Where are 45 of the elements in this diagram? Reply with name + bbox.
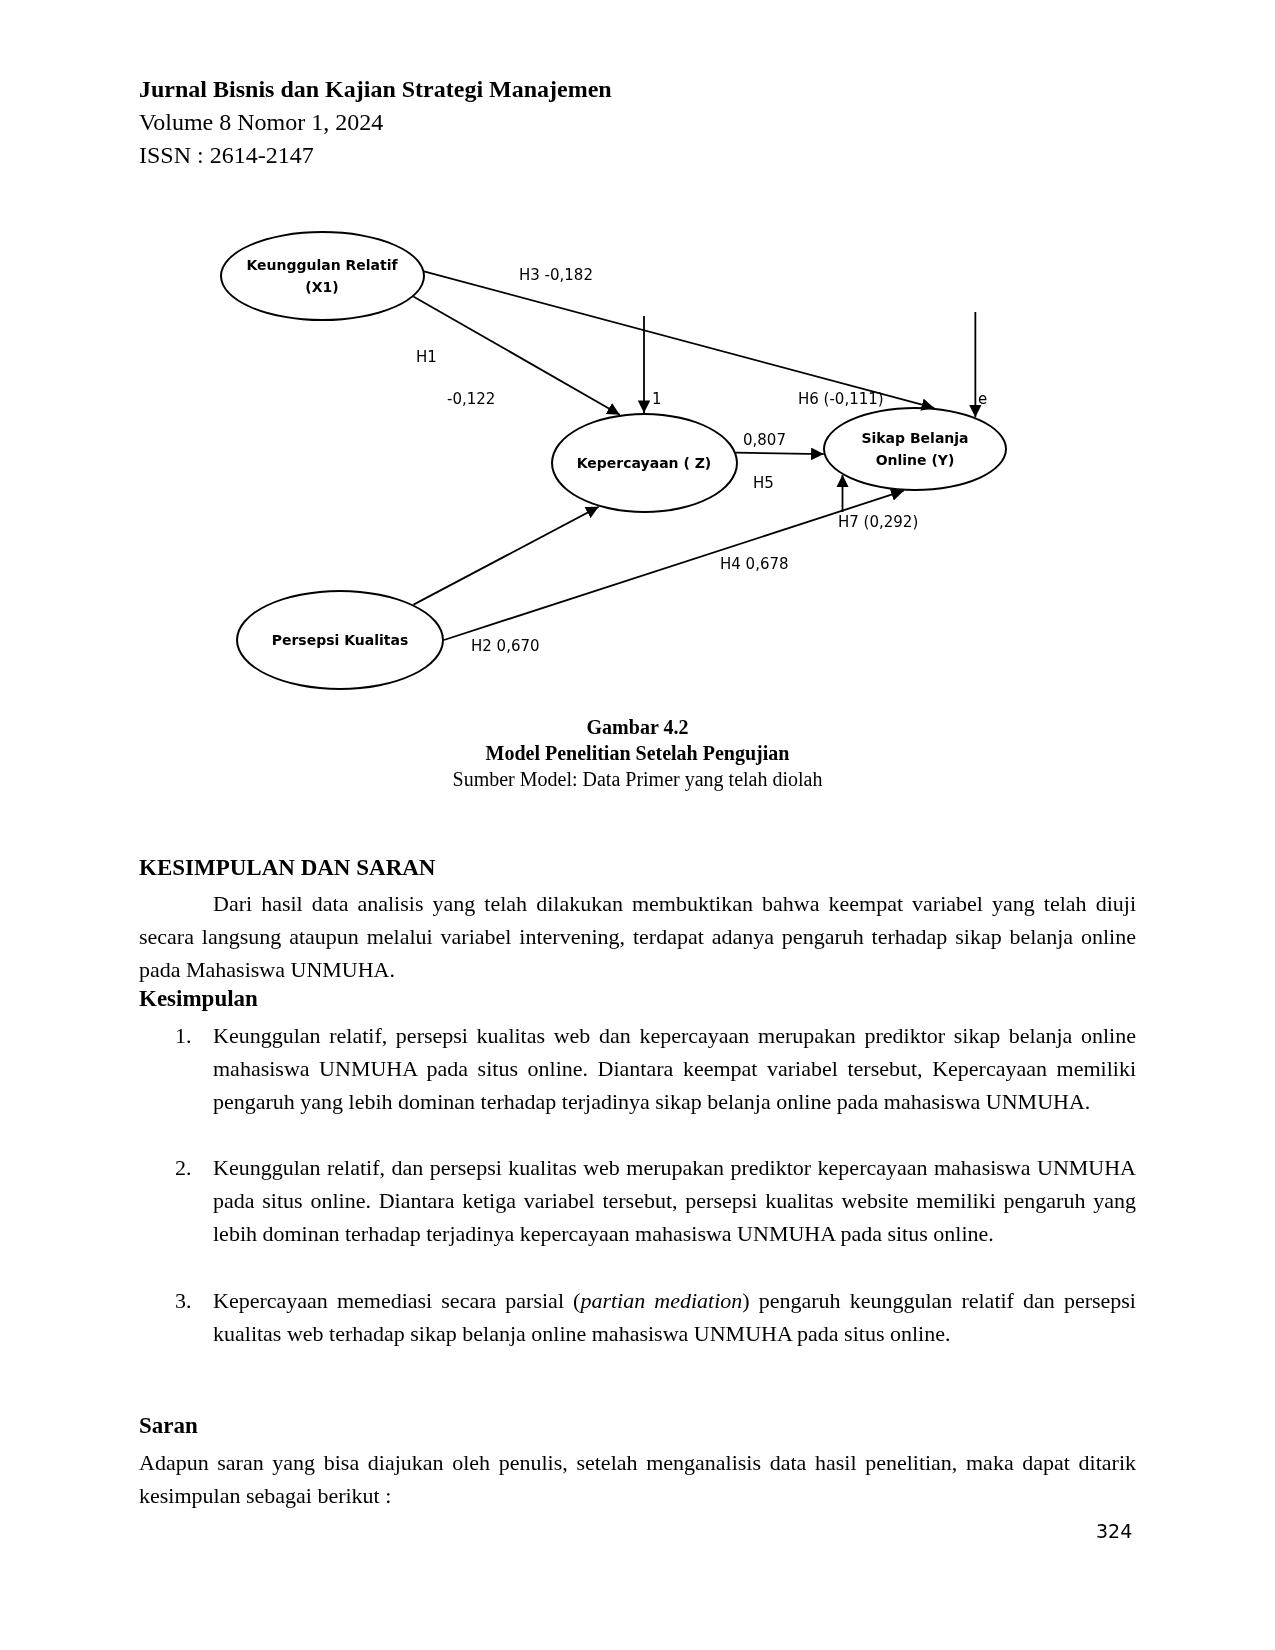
subsection-heading: Kesimpulan [139,986,258,1012]
arrow [443,488,905,641]
list-item: Kepercayaan memediasi secara parsial (partian mediation) pengaruh keunggulan relatif dan persepsi kualitas web terhadap sikap belanja online mahasiswa UNMUHA pada situs online. [213,1287,1136,1348]
node-label: Sikap Belanja Online (Y) [860,429,970,470]
node-label: Keunggulan Relatif (X1) [245,256,399,297]
paragraph: Adapun saran yang bisa diajukan oleh penulis, setelah menganalisis data hasil penelitian, maka dapat ditarik kesimpulan sebagai berikut : [139,1449,1136,1510]
edge-label: H4 0,678 [720,555,789,573]
hypothesis-label: H5 [753,474,774,492]
path-coefficient: H2 0,670 [471,637,540,655]
path-coefficient: H6 (-0,111) [798,390,884,408]
journal-title: Jurnal Bisnis dan Kajian Strategi Manajemen [139,76,612,103]
issn-line: ISSN : 2614-2147 [139,142,314,169]
section-heading: KESIMPULAN DAN SARAN [139,855,436,881]
ellipse-node [236,590,444,690]
figure-source: Sumber Model: Data Primer yang telah diolah [451,768,824,791]
edge-label: 1 [652,390,662,408]
list-number: 2. [175,1154,192,1182]
arrow [412,295,621,416]
edge-label: e [978,390,988,408]
volume-line: Volume 8 Nomor 1, 2024 [139,109,384,136]
ellipse-node [550,413,738,513]
ellipse-node [823,407,1007,491]
ellipse-node [219,231,425,321]
subsection-heading: Saran [139,1413,198,1439]
page-number: 324 [1096,1520,1133,1542]
arrow [412,505,600,606]
figure-number: Gambar 4.2 [585,716,690,739]
node-label: Kepercayaan ( Z) [575,454,713,473]
edge-label: H3 -0,182 [519,266,593,284]
paragraph: Dari hasil data analisis yang telah dilakukan membuktikan bahwa keempat variabel yang telah diuji secara langsung ataupun melalui variabel intervening, terdapat adanya pengaruh terhadap sikap belanja online pada Mahasiswa UNMUHA. [139,890,1136,984]
arrow [836,473,849,513]
list-number: 1. [175,1022,192,1050]
path-coefficient: -0,122 [447,390,496,408]
list-item: Keunggulan relatif, persepsi kualitas web dan kepercayaan merupakan prediktor sikap belanja online mahasiswa UNMUHA pada situs online. Diantara keempat variabel tersebut, Kepercayaan memiliki pengaruh yang lebih dominan terhadap terjadinya sikap belanja online pada mahasiswa UNMUHA. [213,1022,1136,1116]
list-item: Keunggulan relatif, dan persepsi kualitas web merupakan prediktor kepercayaan mahasiswa UNMUHA pada situs online. Diantara ketiga variabel tersebut, persepsi kualitas website memiliki pengaruh yang lebih dominan terhadap terjadinya kepercayaan mahasiswa UNMUHA pada situs online. [213,1154,1136,1248]
arrow [423,270,936,411]
edge-label: H1 [416,348,437,366]
arrow [734,447,825,461]
arrow [969,311,982,419]
figure-caption: Model Penelitian Setelah Pengujian [484,742,791,765]
node-label: Persepsi Kualitas [270,631,410,650]
edge-label: 0,807 [743,431,786,449]
list-number: 3. [175,1287,192,1315]
arrow [637,315,651,414]
edge-label: H7 (0,292) [838,513,919,531]
